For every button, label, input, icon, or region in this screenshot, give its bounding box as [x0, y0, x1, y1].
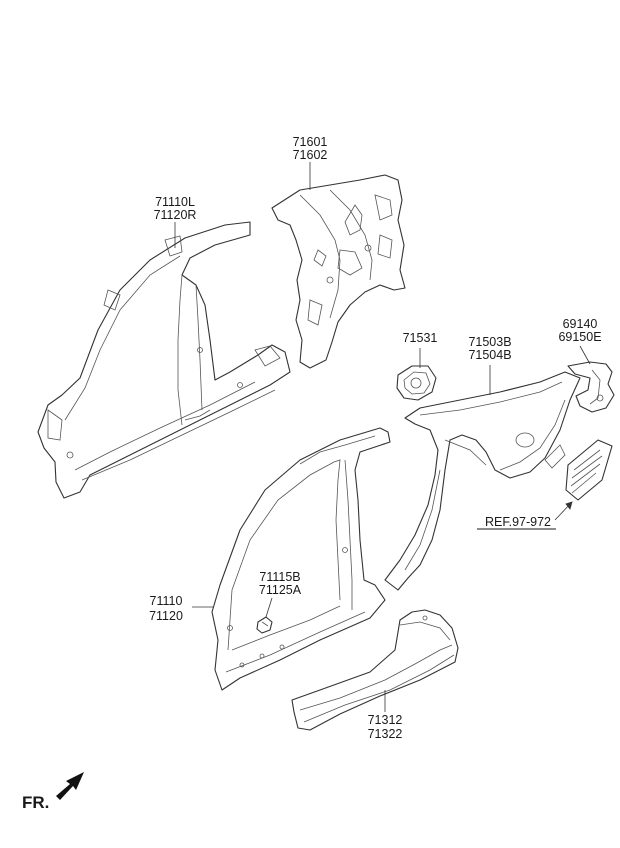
label-69140: 69140	[563, 317, 598, 331]
front-direction-label: FR.	[22, 793, 49, 812]
label-71312: 71312	[368, 713, 403, 727]
label-71110L: 71110L	[155, 195, 195, 209]
label-69150E: 69150E	[558, 330, 601, 344]
leader-71115B	[265, 597, 273, 618]
part-69140-filler-bracket[interactable]	[567, 361, 615, 413]
label-71322: 71322	[368, 727, 403, 741]
label-71120: 71120	[149, 609, 183, 623]
leader-69140	[579, 345, 591, 365]
part-71503B-quarter-outer-panel[interactable]	[384, 371, 581, 591]
label-71601: 71601	[293, 135, 328, 149]
label-71602: 71602	[293, 148, 328, 162]
label-ref-97-972[interactable]: REF.97-972	[485, 515, 551, 529]
label-71120R: 71120R	[154, 208, 197, 222]
label-71125A: 71125A	[259, 583, 302, 597]
part-71110L-inner-side-panel[interactable]	[37, 221, 291, 499]
label-71110: 71110	[150, 594, 183, 608]
label-71503B: 71503B	[468, 335, 511, 349]
part-ref-97-972-vent-grille[interactable]	[565, 439, 613, 501]
front-arrow-icon	[56, 772, 84, 800]
part-71601-rear-inner-panel[interactable]	[271, 174, 406, 369]
part-71110-outer-side-panel[interactable]	[211, 427, 391, 691]
label-71115B: 71115B	[259, 570, 300, 584]
ref-arrow-head	[565, 501, 573, 510]
label-71531: 71531	[403, 331, 438, 345]
part-71312-side-sill[interactable]	[291, 609, 459, 731]
part-71531-fuel-filler-housing[interactable]	[396, 365, 437, 401]
label-71504B: 71504B	[468, 348, 511, 362]
